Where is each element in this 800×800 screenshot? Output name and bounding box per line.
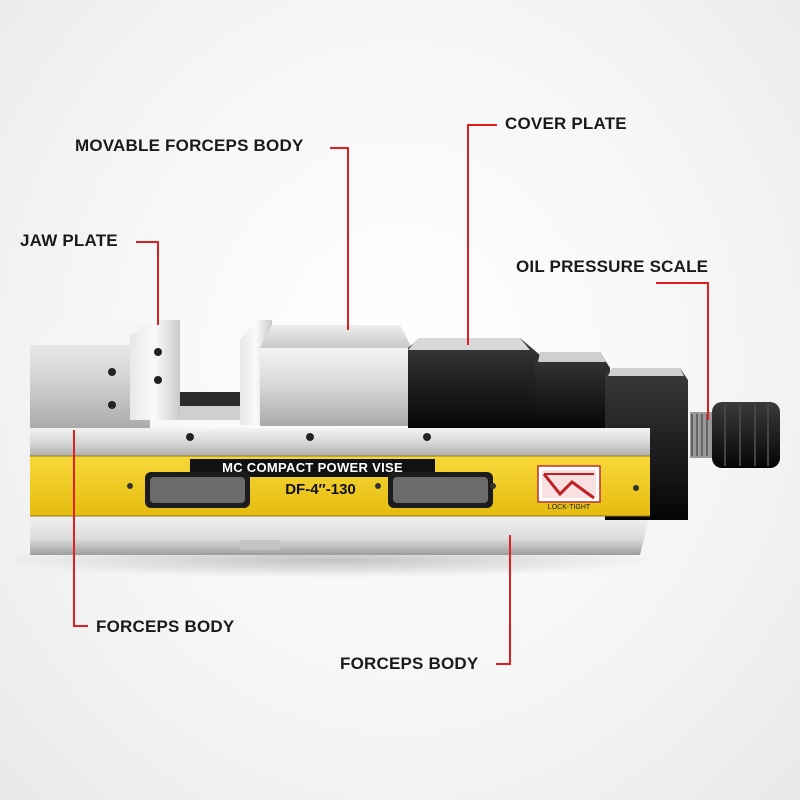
screw-icon [490,483,496,489]
rail [180,406,250,420]
fixed-jaw-top [30,322,150,345]
label-jaw-plate: JAW PLATE [20,231,118,250]
rear-step-2-rim [608,368,684,376]
product-title: MC COMPACT POWER VISE [222,460,403,475]
movable-body-top [260,325,412,348]
screw-icon [375,483,381,489]
brand-logo-mark [542,473,595,500]
screw-icon [127,483,133,489]
fixed-jaw-hole [108,368,116,376]
base-block [30,515,650,555]
product-model: DF-4″-130 [285,481,356,498]
fixed-jaw-hole [108,401,116,409]
spring-coils [691,414,708,456]
body-hole [306,433,314,441]
base-notch [240,540,280,550]
body-hole [423,433,431,441]
jaw-gap [180,392,250,406]
cover-plate [408,338,540,430]
jaw-plate [130,320,180,420]
jaw-plate-hole [154,348,162,356]
leader-lines [73,124,709,665]
body-hole [186,433,194,441]
label-oil-pressure-scale: OIL PRESSURE SCALE [516,257,709,276]
title-strip [190,459,435,477]
label-forceps-body-left: FORCEPS BODY [96,617,235,636]
rear-step-1-rim [538,352,606,362]
screw-icon [633,485,639,491]
movable-forceps-body [260,348,412,426]
fixed-jaw-block [30,322,150,430]
window-right-inner [393,477,488,503]
label-cover-plate: COVER PLATE [505,114,627,133]
forceps-body-front [30,428,650,458]
window-left-inner [150,477,245,503]
label-forceps-body-bottom: FORCEPS BODY [340,654,479,673]
rear-step-1 [535,352,610,430]
oil-pressure-knob [712,402,780,468]
jaw-plate-hole [154,376,162,384]
brand-name: LOCK-TIGHT [547,504,591,511]
label-movable-forceps-body: MOVABLE FORCEPS BODY [75,136,304,155]
